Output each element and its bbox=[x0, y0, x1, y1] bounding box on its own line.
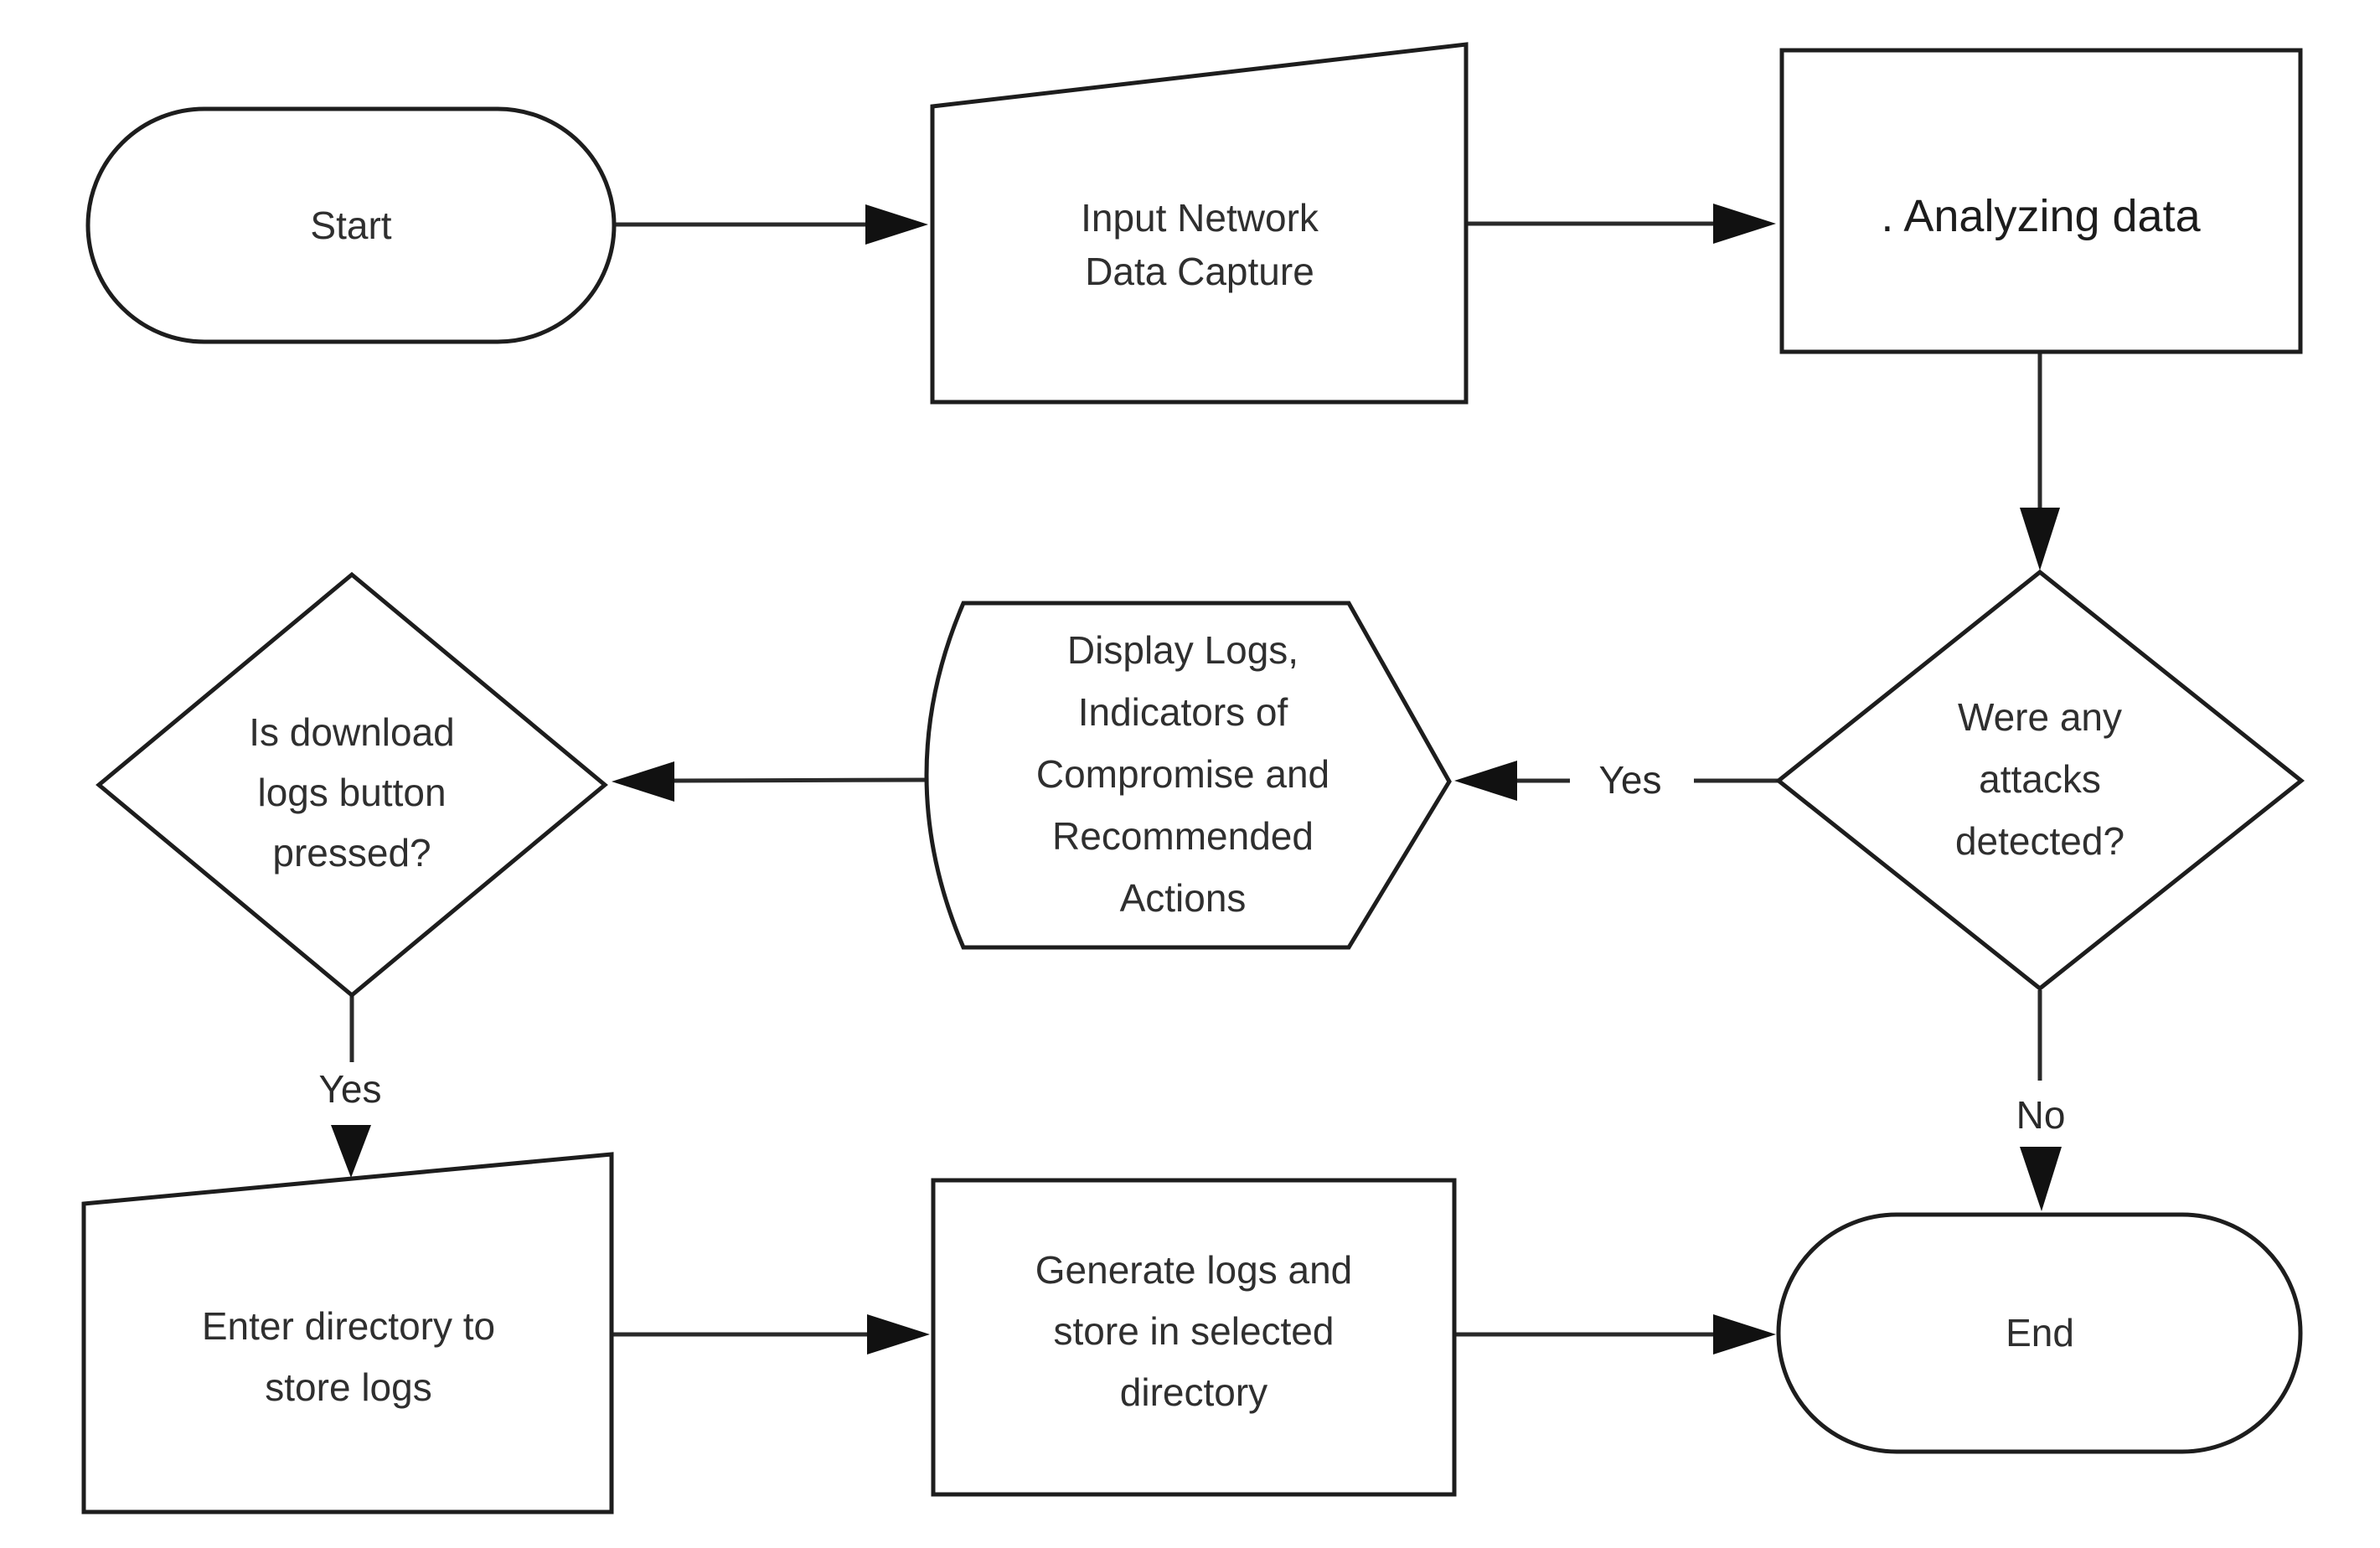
arrow-display-to-download bbox=[612, 761, 932, 802]
node-end: End bbox=[1776, 1212, 2303, 1454]
arrow-attacks-yes-to-display: Yes bbox=[1454, 758, 1779, 802]
node-start-label: Start bbox=[310, 204, 391, 247]
node-attacks-label-line2: attacks bbox=[1979, 757, 2101, 801]
node-display-label-line2: Indicators of bbox=[1078, 690, 1288, 734]
node-download-label-line2: logs button bbox=[257, 771, 446, 814]
node-input-label-line2: Data Capture bbox=[1085, 250, 1314, 293]
node-attacks-label-line3: detected? bbox=[1955, 819, 2124, 863]
edge-label-yes-download: Yes bbox=[318, 1067, 381, 1111]
node-attacks-label-line1: Were any bbox=[1958, 695, 2122, 739]
node-display-label-line1: Display Logs, bbox=[1067, 628, 1298, 672]
node-start: Start bbox=[85, 106, 617, 344]
node-enter-directory: Enter directory to store logs bbox=[81, 1152, 614, 1514]
arrow-analyzing-to-attacks bbox=[2020, 352, 2060, 570]
node-input-network-data-capture: Input Network Data Capture bbox=[930, 42, 1469, 405]
node-attacks-detected-decision: Were any attacks detected? bbox=[1774, 569, 2305, 992]
node-generate-logs: Generate logs and store in selected dire… bbox=[931, 1178, 1457, 1497]
arrowhead-right-icon bbox=[1713, 204, 1776, 244]
arrow-generate-to-end bbox=[1454, 1314, 1776, 1354]
node-display-label-line5: Actions bbox=[1120, 876, 1247, 920]
arrow-start-to-input bbox=[614, 204, 928, 245]
node-generate-label-line3: directory bbox=[1120, 1370, 1267, 1414]
arrow-enter-to-generate bbox=[612, 1314, 930, 1354]
arrow-download-yes-to-enter: Yes bbox=[318, 995, 382, 1178]
node-analyzing-data: . Analyzing data bbox=[1779, 48, 2303, 354]
node-input-label-line1: Input Network bbox=[1081, 196, 1319, 240]
arrowhead-down-icon bbox=[2020, 508, 2060, 570]
node-display-label-line4: Recommended bbox=[1052, 814, 1314, 858]
node-display-logs: Display Logs, Indicators of Compromise a… bbox=[924, 601, 1452, 950]
node-download-pressed-decision: Is download logs button pressed? bbox=[96, 571, 608, 998]
node-download-label-line3: pressed? bbox=[272, 831, 431, 875]
node-generate-label-line2: store in selected bbox=[1054, 1309, 1335, 1353]
edge-label-no-attacks: No bbox=[2016, 1093, 2066, 1137]
arrowhead-left-icon bbox=[612, 761, 674, 802]
node-enter-label-line2: store logs bbox=[265, 1365, 431, 1409]
node-end-label: End bbox=[2006, 1311, 2074, 1354]
arrowhead-left-icon bbox=[1454, 761, 1517, 801]
node-analyzing-label: . Analyzing data bbox=[1881, 191, 2201, 241]
arrowhead-down-icon bbox=[331, 1125, 371, 1178]
arrowhead-right-icon bbox=[867, 1314, 930, 1354]
arrowhead-right-icon bbox=[1713, 1314, 1776, 1354]
arrow-input-to-analyzing bbox=[1466, 204, 1776, 244]
arrowhead-down-icon bbox=[2020, 1147, 2062, 1211]
node-display-label-line3: Compromise and bbox=[1036, 752, 1329, 796]
node-download-label-line1: Is download bbox=[249, 710, 455, 754]
arrow-attacks-no-to-end: No bbox=[2016, 990, 2066, 1211]
node-enter-label-line1: Enter directory to bbox=[202, 1304, 495, 1348]
edge-label-yes-attacks: Yes bbox=[1598, 758, 1661, 802]
arrowhead-right-icon bbox=[865, 204, 928, 245]
node-generate-label-line1: Generate logs and bbox=[1035, 1248, 1353, 1292]
